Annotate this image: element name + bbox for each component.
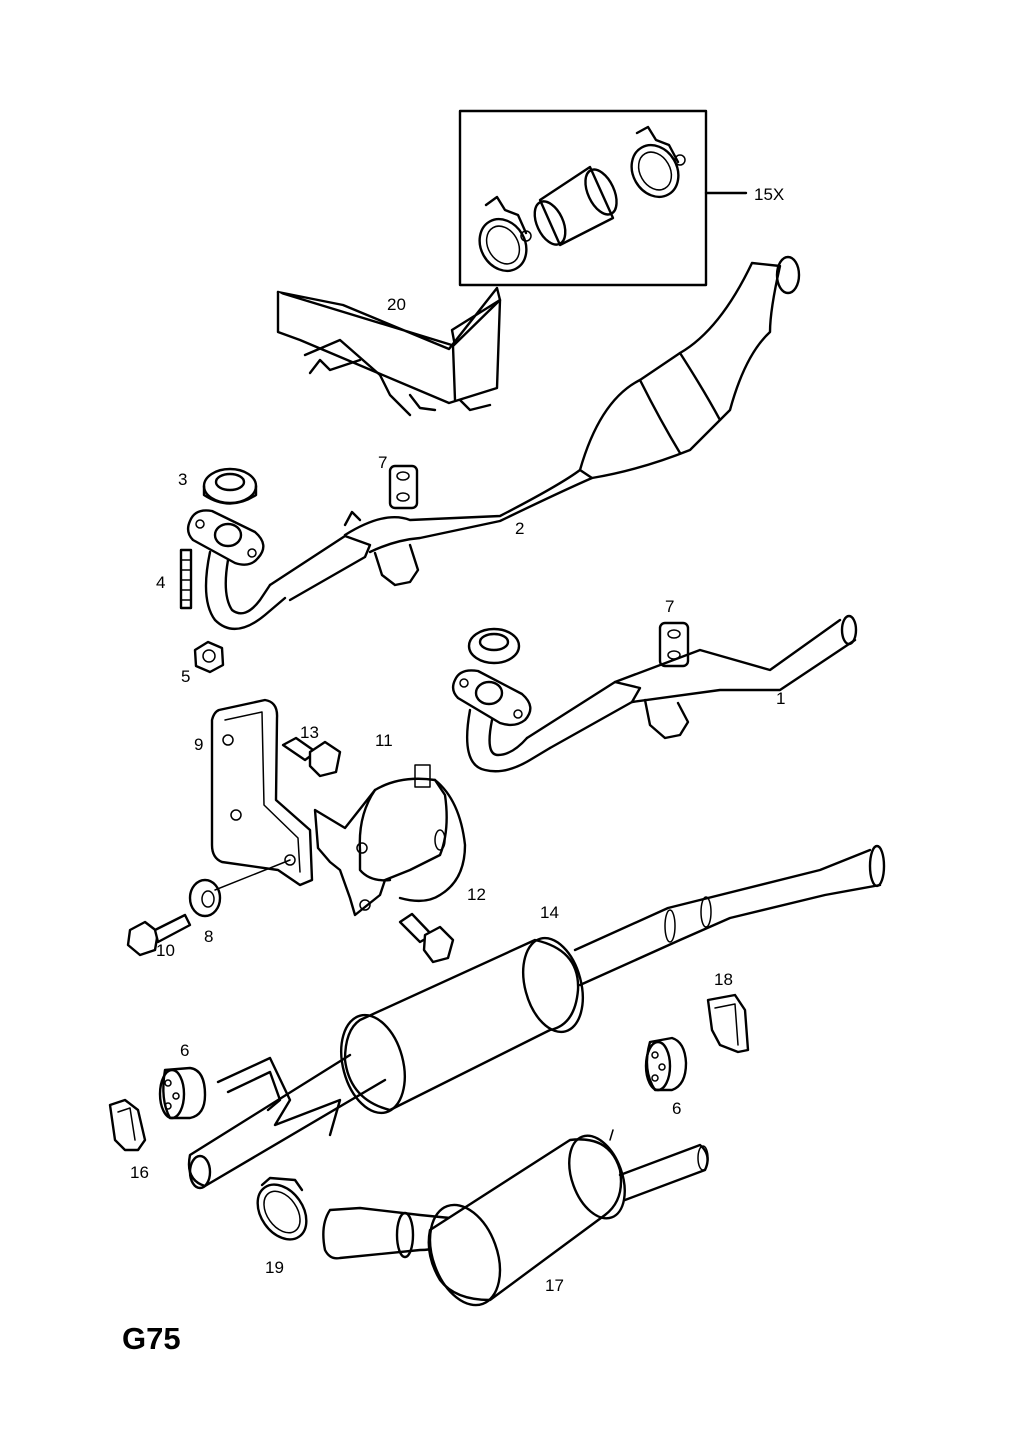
front-pipe-with-catalytic-converter [186,255,801,630]
part-label-6: 6 [180,1041,189,1060]
front-pipe [451,614,858,773]
part-label-9: 9 [194,735,203,754]
bolt [126,913,192,957]
part-label-17: 17 [545,1276,564,1295]
part-label-6: 6 [672,1099,681,1118]
page-code: G75 [122,1321,181,1356]
rear-silencer [322,1129,709,1307]
part-label-13: 13 [300,723,319,742]
retaining-clip [706,993,750,1054]
rubber-hanger [388,464,419,510]
bolt [281,736,342,778]
part-label-1: 1 [776,689,785,708]
part-label-12: 12 [467,885,486,904]
heat-shield [276,286,502,417]
repair-kit-inset [458,109,748,287]
part-label-7: 7 [378,453,387,472]
part-label-2: 2 [515,519,524,538]
part-label-4: 4 [156,573,165,592]
retaining-clip [108,1098,147,1152]
stud [179,548,193,610]
rubber-mount [158,1066,207,1120]
part-label-14: 14 [540,903,559,922]
part-label-18: 18 [714,970,733,989]
intermediate-silencer [187,844,886,1190]
part-label-7: 7 [665,597,674,616]
part-label-20: 20 [387,295,406,314]
part-label-3: 3 [178,470,187,489]
gasket [202,467,258,505]
part-label-16: 16 [130,1163,149,1182]
part-label-19: 19 [265,1258,284,1277]
bolt [398,912,455,964]
part-label-8: 8 [204,927,213,946]
washer [188,859,291,918]
part-label-5: 5 [181,667,190,686]
exhaust-clamp [256,1176,308,1241]
nut [193,640,225,674]
rubber-mount [644,1036,688,1092]
mounting-bracket [210,698,314,887]
part-label-11: 11 [375,731,393,750]
part-label-15x: 15X [754,185,784,204]
part-label-10: 10 [156,941,175,960]
pipe-clamp [313,764,467,917]
